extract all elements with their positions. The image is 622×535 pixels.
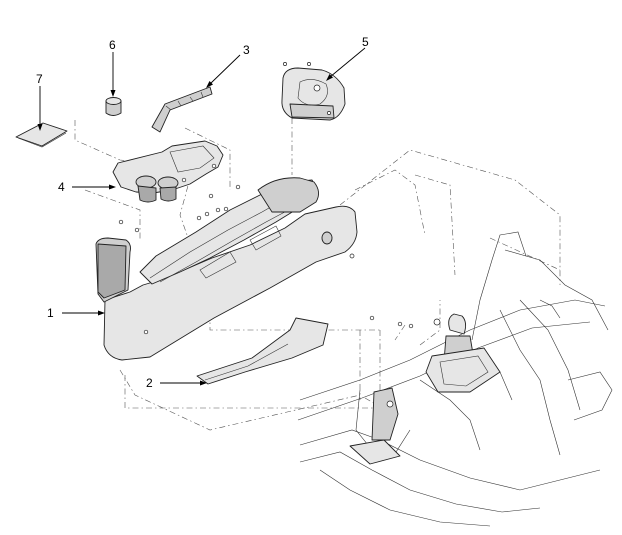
part-3-console-trim xyxy=(151,86,213,133)
part-5-shift-cover xyxy=(281,62,346,121)
callout-3: 3 xyxy=(243,43,250,57)
part-4-cup-holder-tray xyxy=(112,140,224,203)
callout-1: 1 xyxy=(47,306,54,320)
callout-2: 2 xyxy=(146,376,153,390)
callout-labels: 7 6 3 5 4 1 2 xyxy=(36,35,369,390)
part-7-console-mat xyxy=(15,122,68,148)
vehicle-floor-assembly xyxy=(297,231,613,527)
part-6-cup-holder-insert xyxy=(105,97,122,116)
callout-leaders xyxy=(37,47,366,386)
part-2-console-side-cover xyxy=(196,317,329,385)
part-1-console-body xyxy=(95,177,358,361)
callout-4: 4 xyxy=(58,180,65,194)
callout-5: 5 xyxy=(362,35,369,49)
callout-6: 6 xyxy=(109,38,116,52)
callout-7: 7 xyxy=(36,72,43,86)
